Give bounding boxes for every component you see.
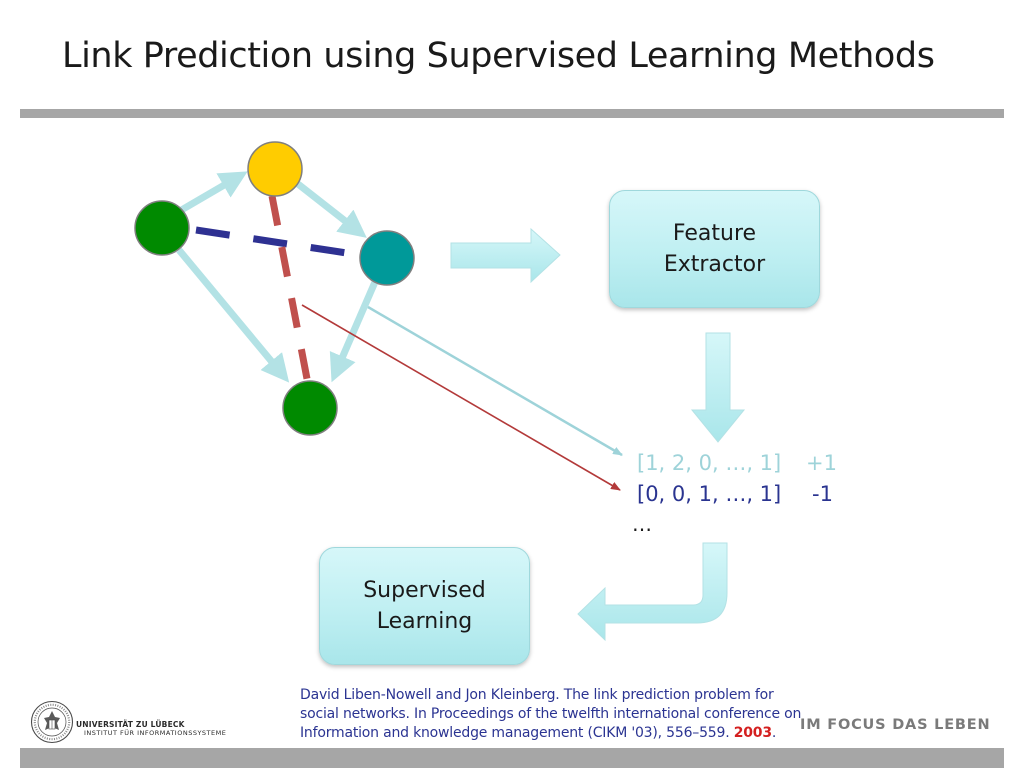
link-to-vector-arrow-red [301,304,621,491]
citation-line-last: Information and knowledge management (CI… [300,724,800,743]
graph-node-green [282,380,338,436]
university-name: UNIVERSITÄT ZU LÜBECK [76,720,185,729]
citation: David Liben-Nowell and Jon Kleinberg. Th… [300,686,802,743]
graph-edges [176,171,379,383]
slogan: IM FOCUS DAS LEBEN [800,717,991,733]
footer-bar [20,748,1004,768]
block-arrow-uturn [577,542,728,642]
feature-extractor-box: Feature Extractor [609,190,820,308]
feature-extractor-label: Feature Extractor [663,221,766,277]
citation-line: social networks. In Proceedings of the t… [300,706,802,722]
missing-link-red-dashed [268,195,312,385]
graph-edge [176,247,290,383]
feature-label-positive: +1 [806,451,837,475]
graph-edge [329,280,379,383]
citation-line: David Liben-Nowell and Jon Kleinberg. Th… [300,687,774,703]
feature-vector-positive: [1, 2, 0, …, 1] [637,451,782,475]
graph-node-yellow [247,141,303,197]
link-to-vector-arrow-light [367,305,623,457]
graph-edge [176,171,248,216]
graph-node-teal [359,230,415,286]
feature-vector-negative: [0, 0, 1, …, 1] [637,482,782,506]
slide-title: Link Prediction using Supervised Learnin… [62,36,935,76]
feature-label-negative: -1 [812,482,833,506]
title-divider [20,109,1004,118]
graph-node-green [134,200,190,256]
block-arrow-right [450,227,561,284]
graph-edge [295,181,367,238]
institute-name: INSTITUT FÜR INFORMATIONSSYSTEME [84,729,227,737]
vector-ellipsis: … [632,512,652,536]
citation-year: 2003 [733,725,772,741]
supervised-learning-label: Supervised Learning [363,578,486,634]
missing-link-blue-dashed [195,226,361,259]
block-arrow-down [690,332,746,443]
citation-line: Information and knowledge management (CI… [300,725,730,741]
supervised-learning-box: Supervised Learning [319,547,530,665]
university-seal-logo [30,700,74,744]
citation-period: . [771,725,777,741]
